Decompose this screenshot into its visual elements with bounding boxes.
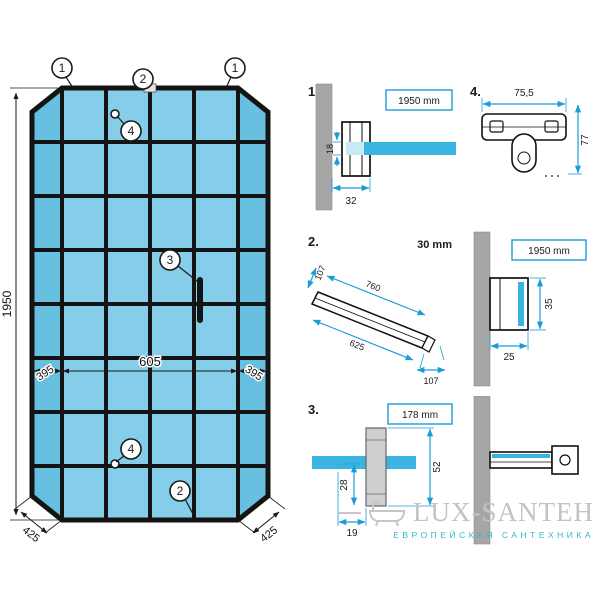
frame-grid — [33, 88, 267, 520]
dim-19-label: 19 — [346, 528, 358, 539]
profile-cross-section — [489, 277, 529, 331]
svg-text:1: 1 — [59, 61, 66, 75]
dim-bracket-height: 77 — [568, 104, 591, 175]
dim-height-label: 1950 — [0, 290, 14, 317]
divider-line — [339, 511, 362, 514]
detail-1-number: 1. — [308, 84, 319, 99]
size-box: 1950 mm — [385, 89, 453, 111]
dim-base-right-label: 425 — [258, 524, 280, 545]
size-box: 178 mm — [387, 403, 453, 425]
svg-text:2: 2 — [177, 484, 184, 498]
dim-base-width: 19 — [337, 472, 367, 539]
detail-1-wall-profile: 1. 1950 mm 18 32 — [308, 83, 456, 211]
svg-text:2: 2 — [140, 72, 147, 86]
glass-section — [364, 142, 456, 155]
dim-end-left: 107 — [307, 264, 328, 289]
detail-3-size-label: 178 mm — [402, 410, 438, 421]
profile-cross-section — [341, 121, 456, 177]
detail-wall-profile-2: 1950 mm 35 25 — [473, 231, 587, 387]
dim-base-left-label: 425 — [20, 524, 42, 545]
callout-bottom-center: 2 — [169, 480, 194, 515]
dim-width-center-label: 605 — [139, 354, 161, 369]
svg-text:3: 3 — [167, 253, 174, 267]
detail-1-size-label: 1950 mm — [398, 96, 440, 107]
svg-text:1: 1 — [232, 61, 239, 75]
dim-profile-width: 25 — [489, 332, 529, 363]
svg-text:4: 4 — [128, 124, 135, 138]
detail-2-number: 2. — [308, 234, 319, 249]
dim-77-label: 77 — [580, 134, 591, 146]
wall-section — [315, 83, 333, 211]
profile-assembly — [489, 445, 579, 475]
wall-section — [473, 231, 491, 387]
callout-top-right: 1 — [224, 57, 246, 89]
dim-107-left-label: 107 — [313, 264, 328, 282]
door-handle — [197, 277, 203, 323]
detail-5-size-label: 1950 mm — [528, 246, 570, 257]
detail-3-number: 3. — [308, 402, 319, 417]
bracket-plate — [481, 113, 567, 141]
watermark: LUX-SANTEH ЕВРОПЕЙСКАЯ САНТЕХНИКА — [282, 497, 594, 540]
dim-thickness: 18 — [325, 132, 342, 166]
detail-4-bracket: 4. 75,5 77 — [470, 84, 591, 177]
dim-75-5-label: 75,5 — [514, 88, 534, 99]
dim-height: 1950 — [0, 87, 58, 521]
dim-35-label: 35 — [544, 298, 555, 310]
dim-25-label: 25 — [503, 352, 515, 363]
callout-hinge-top: 4 — [116, 115, 142, 142]
dim-bracket-width: 75,5 — [481, 88, 567, 112]
glass-section — [518, 282, 524, 326]
detail-4-number: 4. — [470, 84, 481, 99]
detail-wall-fixing — [473, 396, 579, 545]
dim-offset: 28 — [339, 463, 360, 506]
size-box: 1950 mm — [511, 239, 587, 261]
dim-18-label: 18 — [325, 144, 335, 154]
dim-52-label: 52 — [432, 461, 443, 473]
strip-isometric — [310, 291, 436, 353]
dim-end-right: 107 — [416, 345, 446, 386]
dim-depth: 32 — [331, 178, 371, 207]
callout-top-left: 1 — [51, 57, 74, 89]
main-elevation-view: 1950 395 605 395 425 425 — [0, 57, 286, 547]
callout-hinge-bottom: 4 — [115, 438, 142, 463]
dim-post-height: 52 — [388, 427, 443, 507]
dim-107-right-label: 107 — [423, 376, 438, 386]
callout-handle: 3 — [159, 249, 198, 282]
bathtub-icon — [369, 500, 406, 526]
wall-section — [473, 396, 491, 545]
glass-shelf — [312, 456, 416, 469]
brand-tagline: ЕВРОПЕЙСКАЯ САНТЕХНИКА — [393, 530, 594, 540]
detail-2-threshold-strip: 2. 30 mm 107 760 625 107 — [307, 234, 452, 386]
brand-name: LUX-SANTEH — [413, 497, 594, 527]
dim-28-label: 28 — [339, 479, 350, 491]
support-post — [365, 427, 387, 507]
callout-top-center: 2 — [132, 68, 154, 90]
dim-profile-height: 35 — [530, 277, 555, 331]
watermark-row: LUX-SANTEH — [282, 497, 594, 528]
detail-3-glass-holder: 3. 178 mm 28 52 19 — [308, 402, 453, 539]
holder-boss — [511, 133, 559, 177]
dim-32-label: 32 — [345, 196, 357, 207]
detail-2-size-label: 30 mm — [417, 239, 452, 251]
svg-text:4: 4 — [128, 442, 135, 456]
